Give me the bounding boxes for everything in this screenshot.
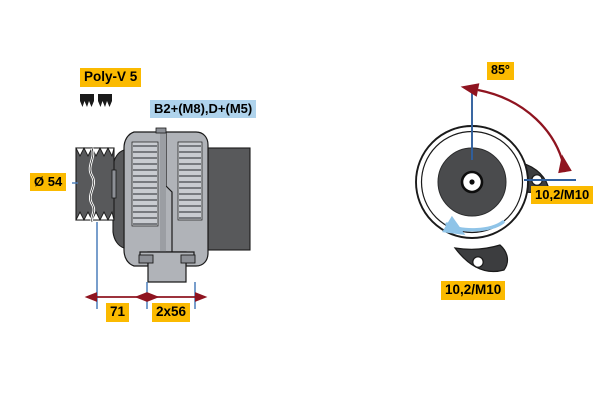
callout-terminals: B2+(M8),D+(M5) xyxy=(150,100,257,118)
callout-mount-thread-right: 10,2/M10 xyxy=(531,186,594,204)
pulley-grooves-top xyxy=(75,146,115,158)
drive-end-cover xyxy=(112,149,125,249)
callout-mount-thread-bottom: 10,2/M10 xyxy=(441,281,506,300)
end-view-group xyxy=(415,83,576,273)
pulley-grooves-bottom xyxy=(75,210,115,222)
side-view-group xyxy=(72,127,251,309)
counter-clockwise-rotation-arrow-icon xyxy=(442,215,505,236)
callout-dimension-2x56: 2x56 xyxy=(152,303,191,322)
terminal-stud xyxy=(155,127,167,134)
rear-housing xyxy=(207,147,251,251)
shaft-center xyxy=(460,170,484,194)
mounting-bracket xyxy=(138,251,196,283)
poly-v-belt-profile-icon xyxy=(80,94,112,107)
callout-dimension-71: 71 xyxy=(106,303,130,322)
cooling-fins-left xyxy=(131,141,159,227)
callout-belt-type: Poly-V 5 xyxy=(80,68,142,87)
mounting-lug-bottom xyxy=(453,244,509,273)
callout-mount-angle: 85° xyxy=(487,62,514,80)
cooling-fins-right xyxy=(177,141,203,221)
callout-pulley-diameter: Ø 54 xyxy=(30,173,67,191)
drive-pulley xyxy=(75,146,117,223)
housing-parting-rib xyxy=(160,132,173,266)
angle-arc-85 xyxy=(460,83,572,174)
section-break-line xyxy=(88,147,96,223)
